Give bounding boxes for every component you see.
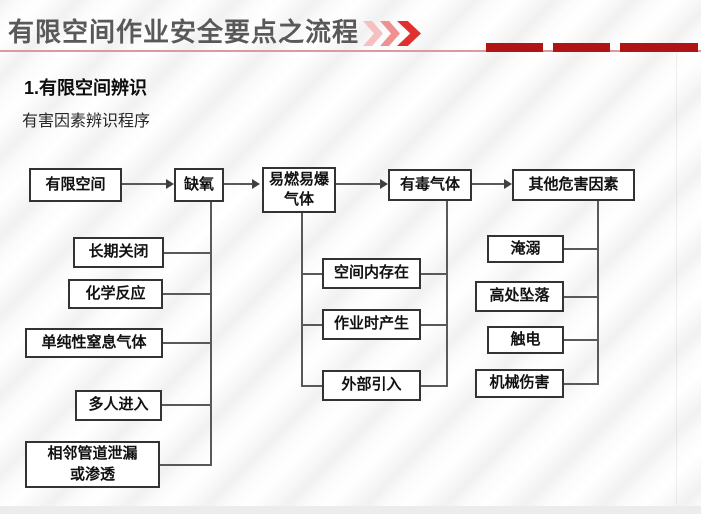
branch-long-term-closure: 长期关闭 [73,237,164,268]
branch-present-in-space: 空间内存在 [322,258,421,289]
branch-generated-during-work: 作业时产生 [322,309,421,340]
branch-fall-from-height: 高处坠落 [475,281,564,312]
page-title: 有限空间作业安全要点之流程 [8,17,360,47]
connector-line [210,202,212,466]
header-dash [553,43,610,52]
title-underline [0,50,701,52]
arrow-head-icon [252,179,260,189]
branch-mechanical-injury: 机械伤害 [475,369,564,398]
slide-bottom-edge [0,506,701,514]
arrow-head-icon [380,179,388,189]
node-toxic-gas: 有毒气体 [388,169,472,201]
connector-line [301,213,303,387]
connector-line [564,248,599,250]
header-dash [486,43,543,52]
branch-adjacent-pipe-leak: 相邻管道泄漏 或渗透 [25,441,160,488]
connector-line [564,296,599,298]
branch-electric-shock: 触电 [487,326,564,354]
chevron-right-icon [363,21,383,46]
connector-line [597,201,599,385]
connector-line [164,252,212,254]
arrow-line [122,183,166,185]
connector-line [446,201,448,387]
connector-line [421,385,448,387]
node-flammable-explosive-gas: 易燃易爆 气体 [262,167,336,213]
slide-right-edge [676,53,677,505]
connector-line [160,464,212,466]
connector-line [301,273,322,275]
arrow-line [472,183,504,185]
connector-line [163,342,212,344]
connector-line [564,383,599,385]
branch-simple-asphyxiant-gas: 单纯性窒息气体 [25,328,163,358]
section-subheading: 有害因素辨识程序 [22,113,151,130]
connector-line [162,404,212,406]
connector-line [564,339,599,341]
connector-line [421,273,448,275]
chevron-right-icon [397,21,421,46]
node-other-hazards: 其他危害因素 [512,169,635,201]
arrow-line [224,183,252,185]
connector-line [421,324,448,326]
connector-line [163,293,212,295]
branch-chemical-reaction: 化学反应 [68,279,163,309]
node-confined-space: 有限空间 [29,168,122,202]
section-heading: 1.有限空间辨识 [24,78,148,98]
arrow-line [336,183,380,185]
chevron-right-icon [380,21,400,46]
branch-introduced-externally: 外部引入 [322,370,421,401]
connector-line [301,385,322,387]
arrow-head-icon [166,179,174,189]
arrow-head-icon [504,179,512,189]
branch-drowning: 淹溺 [487,235,564,263]
branch-multiple-entrants: 多人进入 [75,390,162,421]
node-oxygen-deficiency: 缺氧 [174,168,224,202]
header-dash [620,43,698,52]
connector-line [301,324,322,326]
triple-chevron-right-icon [363,21,421,46]
